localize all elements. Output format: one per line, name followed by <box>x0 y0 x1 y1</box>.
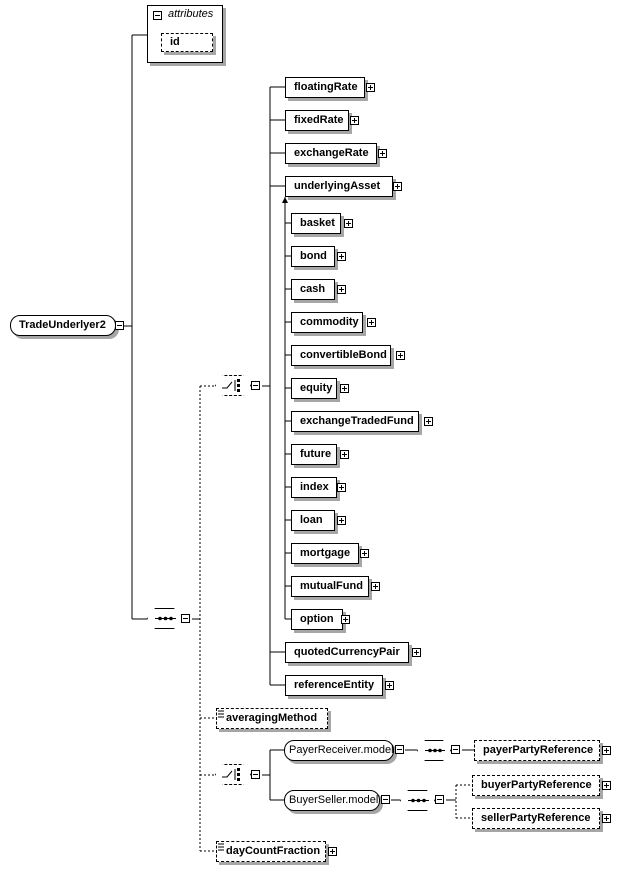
element-option[interactable]: option <box>291 609 343 630</box>
expand-icon[interactable] <box>328 847 337 856</box>
collapse-icon[interactable] <box>115 321 124 330</box>
collapse-icon[interactable] <box>451 745 460 754</box>
expand-icon[interactable] <box>340 384 349 393</box>
element-sellerPartyReference[interactable]: sellerPartyReference <box>472 808 600 829</box>
expand-icon[interactable] <box>378 149 387 158</box>
attributes-title: attributes <box>168 8 214 20</box>
expand-icon[interactable] <box>602 746 611 755</box>
sequence-icon <box>401 791 436 810</box>
element-commodity[interactable]: commodity <box>291 312 363 333</box>
collapse-icon[interactable] <box>381 795 390 804</box>
element-equity[interactable]: equity <box>291 378 337 399</box>
group-buyer-seller-model[interactable]: BuyerSeller.model <box>284 790 380 811</box>
choice-icon <box>216 765 252 784</box>
root-element[interactable]: TradeUnderlyer2 <box>10 315 116 336</box>
element-mutualFund[interactable]: mutualFund <box>291 576 369 597</box>
expand-icon[interactable] <box>360 549 369 558</box>
element-index[interactable]: index <box>291 477 337 498</box>
element-averagingMethod[interactable]: averagingMethod <box>216 708 328 729</box>
element-referenceEntity[interactable]: referenceEntity <box>285 675 383 696</box>
collapse-icon[interactable] <box>153 11 162 20</box>
sequence-compositor[interactable] <box>417 740 451 761</box>
element-dayCountFraction[interactable]: dayCountFraction <box>216 841 326 862</box>
collapse-icon[interactable] <box>251 381 260 390</box>
element-buyerPartyReference[interactable]: buyerPartyReference <box>472 775 600 796</box>
element-basket[interactable]: basket <box>291 213 341 234</box>
expand-icon[interactable] <box>602 814 611 823</box>
expand-icon[interactable] <box>350 116 359 125</box>
expand-icon[interactable] <box>385 681 394 690</box>
expand-icon[interactable] <box>424 417 433 426</box>
expand-icon[interactable] <box>367 318 376 327</box>
choice-compositor[interactable] <box>215 375 251 396</box>
element-payerPartyReference[interactable]: payerPartyReference <box>474 740 600 761</box>
element-exchangeTradedFund[interactable]: exchangeTradedFund <box>291 411 419 432</box>
expand-icon[interactable] <box>412 648 421 657</box>
expand-icon[interactable] <box>340 450 349 459</box>
group-payer-receiver-model[interactable]: PayerReceiver.model <box>284 740 394 761</box>
element-future[interactable]: future <box>291 444 337 465</box>
attributes-group: attributes id <box>147 5 223 63</box>
element-floatingRate[interactable]: floatingRate <box>285 77 365 98</box>
collapse-icon[interactable] <box>181 614 190 623</box>
expand-icon[interactable] <box>602 781 611 790</box>
choice-compositor[interactable] <box>215 764 251 785</box>
element-fixedRate[interactable]: fixedRate <box>285 110 349 131</box>
sequence-icon <box>148 609 183 628</box>
sequence-compositor[interactable] <box>400 790 435 811</box>
expand-icon[interactable] <box>337 252 346 261</box>
expand-icon[interactable] <box>337 285 346 294</box>
element-cash[interactable]: cash <box>291 279 335 300</box>
element-bond[interactable]: bond <box>291 246 335 267</box>
collapse-icon[interactable] <box>251 770 260 779</box>
expand-icon[interactable] <box>371 582 380 591</box>
element-quotedCurrencyPair[interactable]: quotedCurrencyPair <box>285 642 409 663</box>
choice-icon <box>216 376 252 395</box>
expand-icon[interactable] <box>344 219 353 228</box>
expand-icon[interactable] <box>337 483 346 492</box>
element-exchangeRate[interactable]: exchangeRate <box>285 143 377 164</box>
expand-icon[interactable] <box>337 516 346 525</box>
expand-icon[interactable] <box>341 615 350 624</box>
element-underlyingAsset[interactable]: underlyingAsset <box>285 176 393 197</box>
expand-icon[interactable] <box>366 83 375 92</box>
element-mortgage[interactable]: mortgage <box>291 543 359 564</box>
element-convertibleBond[interactable]: convertibleBond <box>291 345 391 366</box>
sequence-icon <box>418 741 452 760</box>
collapse-icon[interactable] <box>435 795 444 804</box>
element-loan[interactable]: loan <box>291 510 335 531</box>
attribute-marker-icon <box>218 843 224 851</box>
attribute-id[interactable]: id <box>161 33 213 52</box>
expand-icon[interactable] <box>393 182 402 191</box>
collapse-icon[interactable] <box>395 745 404 754</box>
attribute-marker-icon <box>218 710 224 718</box>
expand-icon[interactable] <box>396 351 405 360</box>
